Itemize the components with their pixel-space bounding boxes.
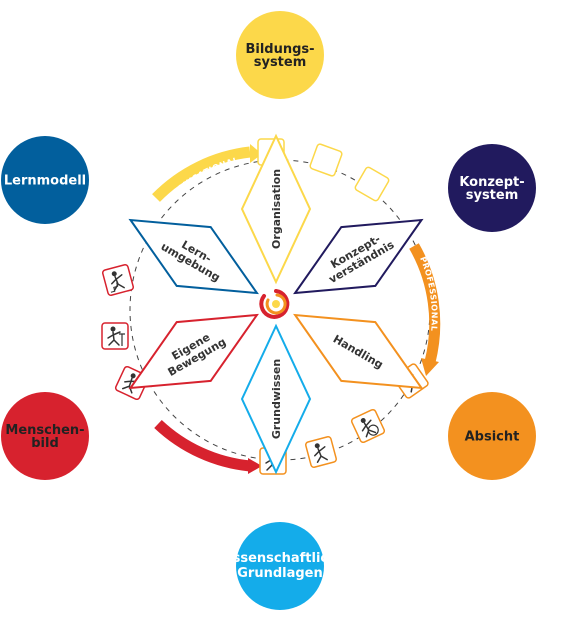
absicht-label: Absicht	[465, 430, 520, 445]
bildungssystem-circle: Bildungs-system	[236, 11, 324, 99]
wheelchair-icon	[350, 408, 386, 444]
konzeptsystem-label: Konzept-	[459, 175, 524, 190]
petal-konzeptverstaendnis: Konzept-verständnis	[293, 218, 424, 295]
organisation-label: Organisation	[270, 169, 283, 249]
empty-box-icon	[354, 166, 390, 202]
grundlagen-label: Wissenschaftliche	[214, 551, 347, 566]
menschenbild-circle: Menschen-bild	[1, 392, 89, 480]
menschenbild-label: bild	[31, 436, 59, 451]
professional-arc: PROFESSIONAL	[409, 243, 441, 376]
petal-grundwissen: Grundwissen	[240, 323, 312, 475]
petal-organisation: Organisation	[240, 133, 312, 285]
floor-transfer-icon	[305, 436, 337, 468]
petals: OrganisationKonzept-verständnisHandlingG…	[128, 133, 424, 475]
grundwissen-label: Grundwissen	[270, 359, 283, 439]
personal-arc: PERSONAL	[154, 415, 262, 474]
stairs-figure-icon	[102, 264, 134, 296]
outer-circles: Bildungs-systemKonzept-systemAbsichtWiss…	[1, 11, 536, 610]
center-swirl-icon	[259, 288, 292, 320]
petal-lernumgebung: Lern-umgebung	[128, 218, 259, 295]
workstation-figure-icon	[101, 322, 129, 350]
bildungssystem-label: system	[254, 55, 307, 70]
konzeptsystem-circle: Konzept-system	[448, 144, 536, 232]
bildungssystem-label: Bildungs-	[245, 42, 314, 57]
absicht-circle: Absicht	[448, 392, 536, 480]
lernmodell-label: Lernmodell	[4, 174, 86, 189]
grundlagen-label: Grundlagen	[237, 566, 323, 581]
lernmodell-circle: Lernmodell	[1, 136, 89, 224]
menschenbild-label: Menschen-	[5, 423, 84, 438]
konzeptsystem-label: system	[466, 188, 519, 203]
petal-handling: Handling	[293, 313, 424, 390]
empty-box-icon	[309, 143, 343, 177]
